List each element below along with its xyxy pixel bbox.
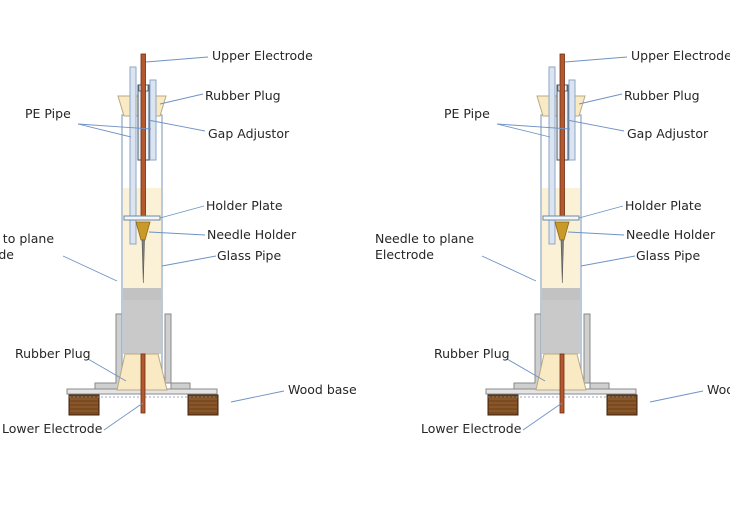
rubber-plug-bottom-leader — [87, 358, 127, 382]
pe-pipe-left — [129, 66, 137, 245]
upper-electrode-rod — [559, 53, 565, 221]
rubber-plug-bottom-leader — [506, 358, 546, 382]
label-needle-to-plane: Needle to plane — [0, 231, 54, 246]
label-rubber-plug-bottom: Rubber Plug — [15, 346, 91, 361]
bracket-right — [164, 313, 191, 390]
upper-electrode-rod — [140, 53, 146, 221]
holder-plate-shape — [123, 215, 161, 221]
wood-base-leader — [649, 390, 704, 403]
rubber-plug-top-leader — [578, 93, 623, 105]
label-lower-electrode: Lower Electrode — [2, 421, 103, 436]
wood-block-left — [68, 394, 100, 416]
needle-holder-shape — [554, 221, 570, 241]
pe-pipe-right — [149, 79, 157, 161]
wood-block-right — [606, 394, 638, 416]
lower-electrode-leader — [522, 402, 563, 431]
rubber-plug-top-leader — [159, 93, 204, 105]
bracket-left — [94, 313, 123, 390]
label-needle-holder: Needle Holder — [626, 227, 716, 242]
needle-to-plane-leader — [62, 255, 118, 282]
bracket-left — [513, 313, 542, 390]
label-needle-to-plane-electrode: Electrode — [0, 247, 14, 262]
holder-plate-leader — [578, 205, 624, 219]
needle-to-plane-leader — [481, 255, 537, 282]
pe-pipe-leader — [496, 123, 571, 130]
lower-electrode-rod — [559, 353, 565, 414]
label-rubber-plug-top: Rubber Plug — [205, 88, 281, 103]
label-wood-base: Wood base — [288, 382, 357, 397]
label-upper-electrode: Upper Electrode — [212, 48, 313, 63]
needle-holder-leader — [148, 231, 206, 236]
gap-adjustor-leader — [147, 119, 206, 132]
label-glass-pipe: Glass Pipe — [217, 248, 281, 263]
pe-pipe-leader — [77, 123, 152, 130]
label-wood-base: Wood base — [707, 382, 730, 397]
lower-electrode-leader — [103, 402, 144, 431]
lower-electrode-rod — [140, 353, 146, 414]
needle-holder-shape — [135, 221, 151, 241]
label-gap-adjustor: Gap Adjustor — [627, 126, 709, 141]
label-rubber-plug-top: Rubber Plug — [624, 88, 700, 103]
label-holder-plate: Holder Plate — [625, 198, 702, 213]
pe-pipe-leader — [77, 123, 132, 138]
upper-electrode-leader — [564, 56, 628, 63]
label-needle-to-plane-electrode: Electrode — [375, 247, 434, 262]
wood-block-left — [487, 394, 519, 416]
wood-base-leader — [230, 390, 285, 403]
gray-fill-gradient — [123, 288, 161, 300]
pe-pipe-right — [568, 79, 576, 161]
needle-holder-leader — [567, 231, 625, 236]
label-rubber-plug-bottom: Rubber Plug — [434, 346, 510, 361]
label-pe-pipe: PE Pipe — [444, 106, 490, 121]
label-upper-electrode: Upper Electrode — [631, 48, 730, 63]
holder-plate-shape — [542, 215, 580, 221]
pe-pipe-left — [548, 66, 556, 245]
gap-adjustor-leader — [566, 119, 625, 132]
label-needle-to-plane: Needle to plane — [375, 231, 474, 246]
wood-block-right — [187, 394, 219, 416]
label-glass-pipe: Glass Pipe — [636, 248, 700, 263]
holder-plate-leader — [159, 205, 205, 219]
label-gap-adjustor: Gap Adjustor — [208, 126, 290, 141]
pe-pipe-leader — [496, 123, 551, 138]
needle-tip — [141, 239, 145, 284]
label-holder-plate: Holder Plate — [206, 198, 283, 213]
glass-pipe-leader — [161, 255, 217, 267]
glass-pipe-leader — [580, 255, 636, 267]
label-pe-pipe: PE Pipe — [25, 106, 71, 121]
label-needle-holder: Needle Holder — [207, 227, 297, 242]
label-lower-electrode: Lower Electrode — [421, 421, 522, 436]
gray-fill-gradient — [542, 288, 580, 300]
bracket-right — [583, 313, 610, 390]
upper-electrode-leader — [145, 56, 209, 63]
needle-tip — [560, 239, 564, 284]
